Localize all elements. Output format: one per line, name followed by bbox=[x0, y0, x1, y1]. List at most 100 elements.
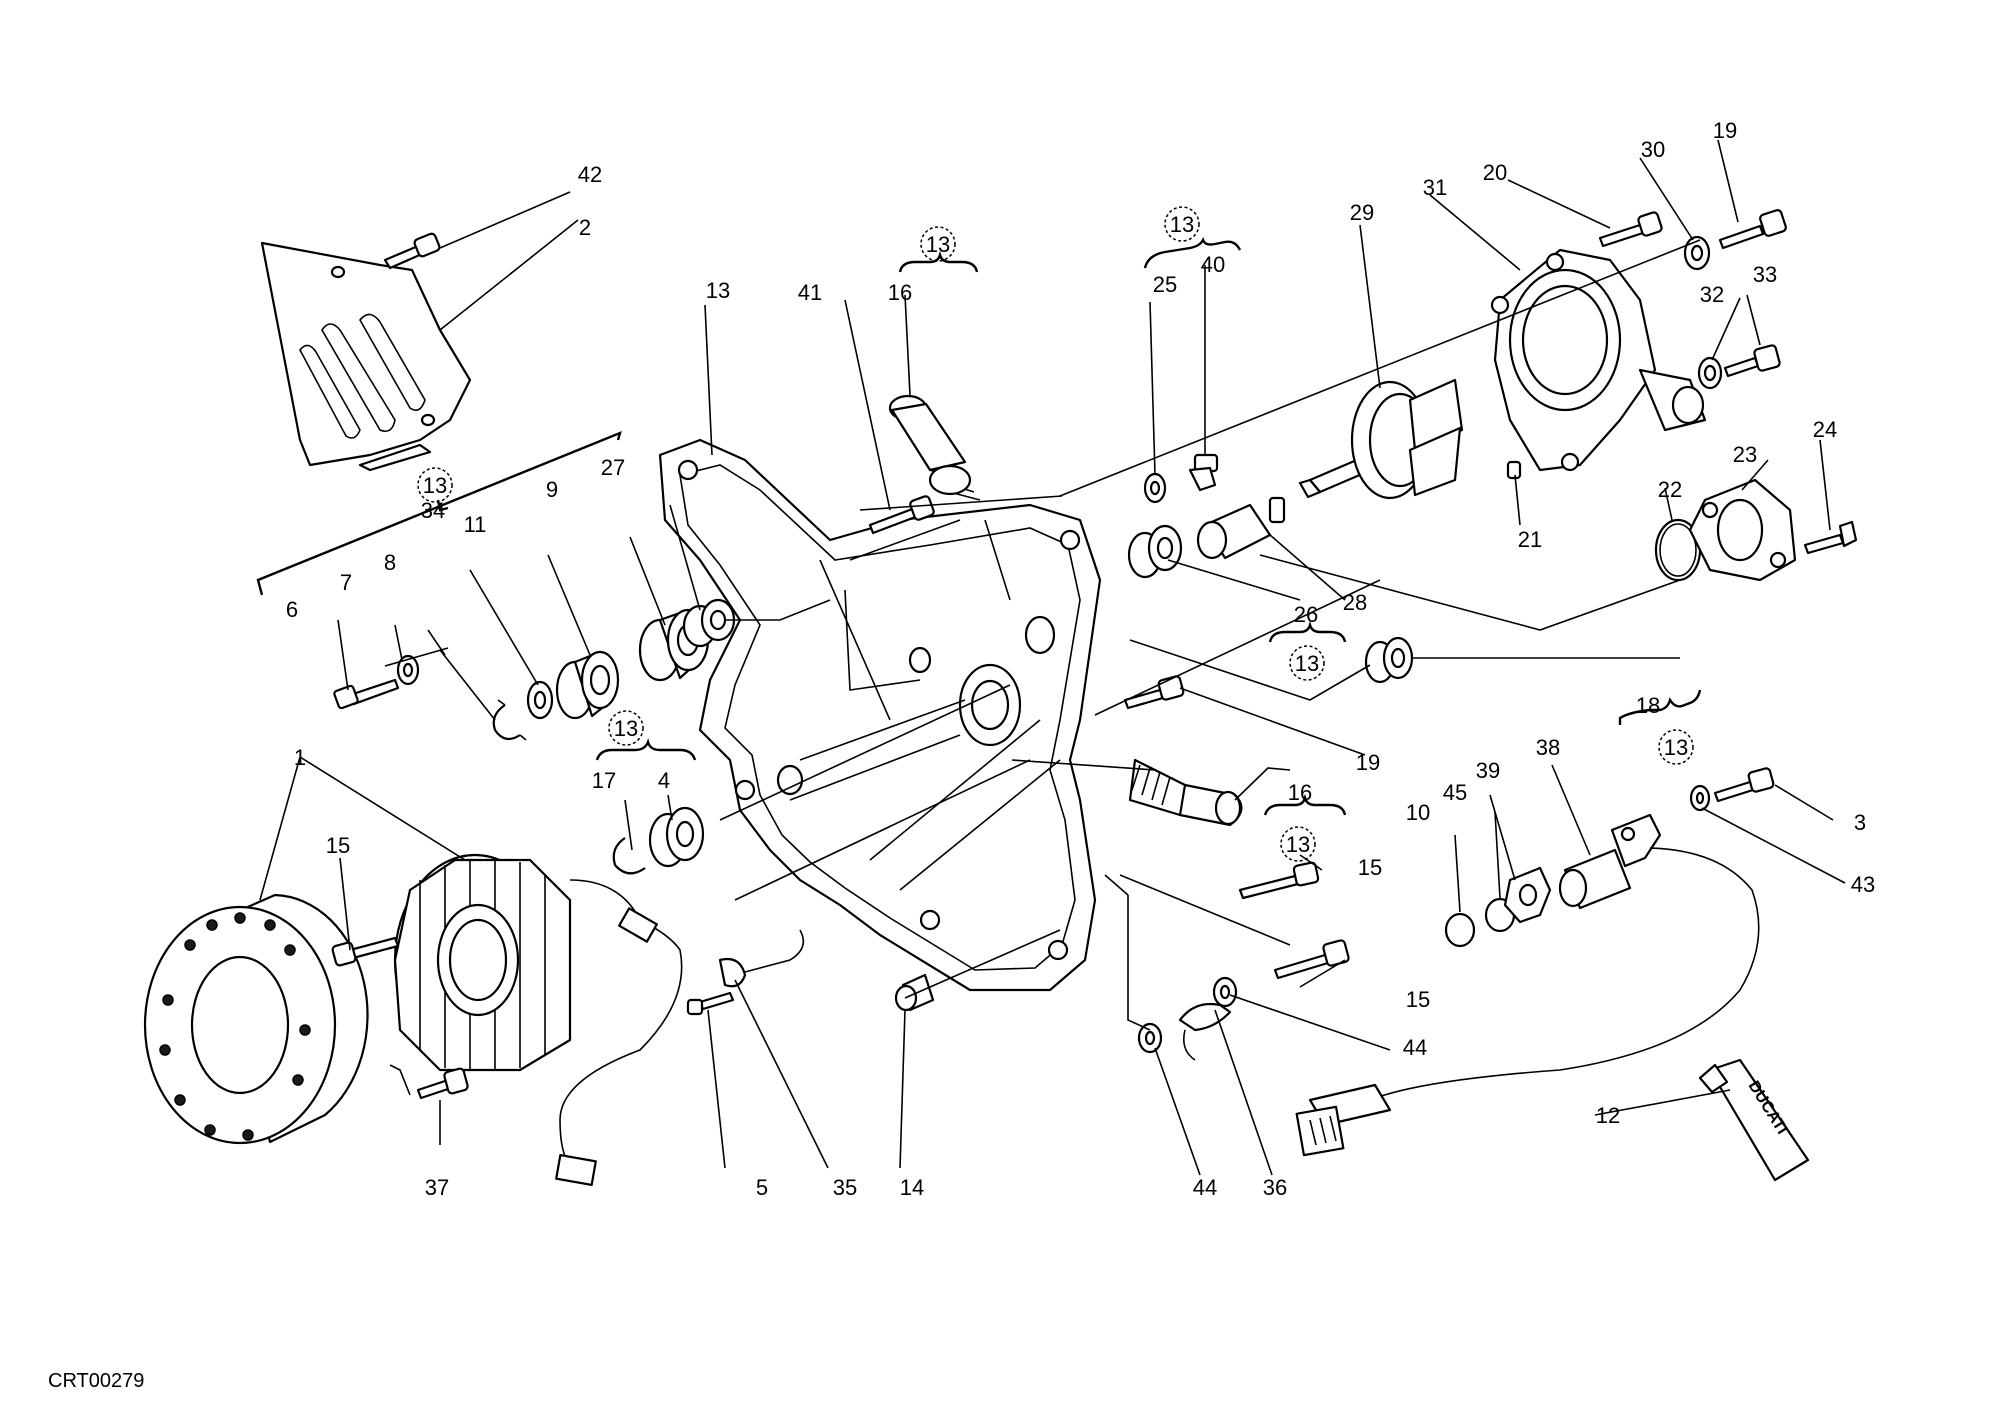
dowel-14 bbox=[894, 973, 935, 1012]
part-label: 33 bbox=[1753, 262, 1777, 287]
part-label: 3 bbox=[1854, 810, 1866, 835]
part-label: 32 bbox=[1700, 282, 1724, 307]
part-label: 16 bbox=[888, 280, 912, 305]
part-label: 14 bbox=[900, 1175, 924, 1200]
part-label: 41 bbox=[798, 280, 822, 305]
part-label: 7 bbox=[340, 570, 352, 595]
sprocket-cover bbox=[260, 241, 472, 472]
group-brackets bbox=[256, 236, 1702, 816]
part-label: 45 bbox=[1443, 780, 1467, 805]
o-ring-10 bbox=[1444, 912, 1476, 948]
washer-25 bbox=[1143, 472, 1167, 504]
circled-ref-text: 13 bbox=[1286, 832, 1310, 857]
part-label: 8 bbox=[384, 550, 396, 575]
spacer-27 bbox=[682, 598, 736, 648]
hose-fitting-16-mid bbox=[1128, 758, 1243, 827]
part-number-labels: 1 2 3 4 5 6 7 8 9 10 11 12 13 14 15 15 1… bbox=[286, 118, 1875, 1200]
part-label: 4 bbox=[658, 768, 670, 793]
bolt-41 bbox=[868, 495, 935, 535]
part-label: 12 bbox=[1596, 1103, 1620, 1128]
part-label: 5 bbox=[756, 1175, 768, 1200]
water-pump-cover bbox=[1490, 248, 1707, 472]
bushing-28 bbox=[1196, 496, 1286, 560]
cable-clip-36 bbox=[1178, 1002, 1232, 1061]
circled-ref-13: 13 bbox=[1280, 826, 1316, 862]
sensor-cable bbox=[1295, 847, 1760, 1157]
bearing-11 bbox=[555, 650, 620, 720]
part-label: 35 bbox=[833, 1175, 857, 1200]
part-label: 17 bbox=[592, 768, 616, 793]
bolt-42 bbox=[383, 232, 441, 270]
washer-44-upper bbox=[1212, 976, 1238, 1008]
circled-ref-text: 13 bbox=[1170, 212, 1194, 237]
grease-tube-12: DUCATI bbox=[1698, 1058, 1810, 1182]
washer-43 bbox=[1689, 784, 1711, 812]
part-label: 42 bbox=[578, 162, 602, 187]
part-label: 15 bbox=[1406, 987, 1430, 1012]
part-label: 44 bbox=[1403, 1035, 1427, 1060]
bearing-4 bbox=[648, 806, 705, 868]
part-label: 13 bbox=[706, 278, 730, 303]
part-label: 39 bbox=[1476, 758, 1500, 783]
bolt-15-lower bbox=[1273, 939, 1350, 980]
washer-44-lower bbox=[1137, 1022, 1163, 1054]
part-label: 31 bbox=[1423, 175, 1447, 200]
seal-26 bbox=[1127, 524, 1183, 579]
circled-ref-text: 13 bbox=[1664, 735, 1688, 760]
part-label: 19 bbox=[1356, 750, 1380, 775]
part-label: 27 bbox=[601, 455, 625, 480]
part-label: 21 bbox=[1518, 527, 1542, 552]
bolt-15-mid bbox=[1238, 861, 1320, 900]
circled-ref-13: 13 bbox=[1658, 729, 1694, 765]
part-label: 36 bbox=[1263, 1175, 1287, 1200]
part-label: 16 bbox=[1288, 780, 1312, 805]
part-label: 29 bbox=[1350, 200, 1374, 225]
part-label: 15 bbox=[326, 833, 350, 858]
part-label: 44 bbox=[1193, 1175, 1217, 1200]
bolt-20 bbox=[1598, 211, 1663, 248]
plug-40 bbox=[1188, 453, 1219, 492]
part-label: 43 bbox=[1851, 872, 1875, 897]
part-label: 34 bbox=[421, 498, 445, 523]
washer-32 bbox=[1697, 356, 1723, 390]
circled-ref-text: 13 bbox=[1295, 651, 1319, 676]
part-label: 20 bbox=[1483, 160, 1507, 185]
part-label: 19 bbox=[1713, 118, 1737, 143]
bolt-15-left bbox=[331, 936, 400, 967]
circled-ref-13: 13 bbox=[608, 710, 644, 746]
seal-18 bbox=[1364, 636, 1414, 684]
circled-ref-13: 13 bbox=[1289, 645, 1325, 681]
part-label: 23 bbox=[1733, 442, 1757, 467]
part-label: 15 bbox=[1358, 855, 1382, 880]
washer-34 bbox=[526, 680, 554, 720]
gasket-39 bbox=[1503, 866, 1552, 924]
washer-30 bbox=[1683, 235, 1711, 271]
part-label: 38 bbox=[1536, 735, 1560, 760]
bolt-19-mid bbox=[1123, 675, 1185, 710]
part-label: 26 bbox=[1294, 602, 1318, 627]
part-label: 37 bbox=[425, 1175, 449, 1200]
dowel-21 bbox=[1506, 460, 1522, 480]
circled-ref-13: 13 bbox=[920, 226, 956, 262]
stator-wiring bbox=[555, 879, 683, 1187]
stator bbox=[393, 853, 572, 1072]
water-pump-impeller bbox=[1298, 378, 1464, 500]
circled-ref-13: 13 bbox=[417, 467, 453, 503]
cable-clip-35 bbox=[718, 929, 805, 988]
crankcase-cover bbox=[658, 438, 1102, 992]
flange-23 bbox=[1688, 478, 1797, 582]
part-label: 2 bbox=[579, 215, 591, 240]
rotor bbox=[143, 893, 369, 1145]
part-label: 22 bbox=[1658, 477, 1682, 502]
hose-fitting-16-top bbox=[888, 394, 981, 501]
washer-7 bbox=[396, 654, 420, 686]
bolt-24 bbox=[1803, 520, 1858, 555]
part-label: 24 bbox=[1813, 417, 1837, 442]
part-label: 6 bbox=[286, 597, 298, 622]
bolt-3 bbox=[1713, 767, 1775, 803]
leader-lines bbox=[259, 139, 1846, 1176]
part-label: 1 bbox=[294, 745, 306, 770]
part-label: 9 bbox=[546, 477, 558, 502]
bolt-33 bbox=[1723, 344, 1781, 378]
